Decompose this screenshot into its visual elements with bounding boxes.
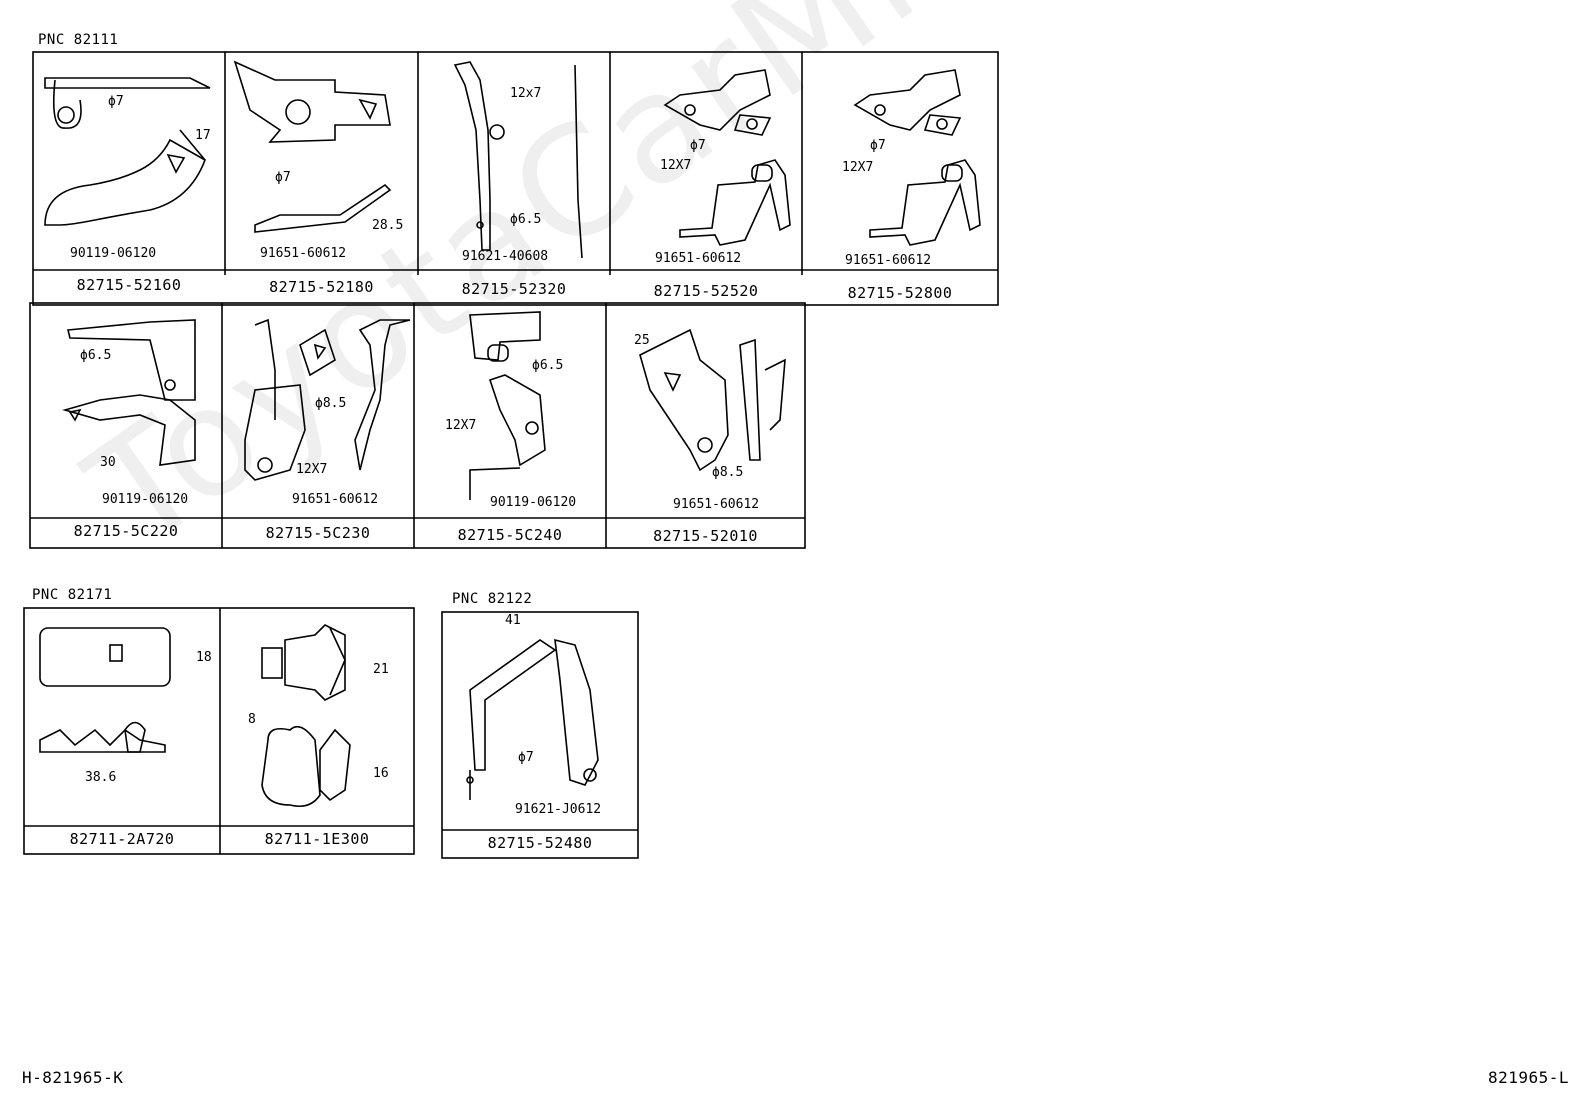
dimension-label: ϕ7: [690, 138, 706, 153]
footer-left-code: H-821965-K: [22, 1068, 124, 1087]
part-number: 82715-52480: [487, 834, 593, 852]
dimension-label: 12X7: [296, 462, 328, 477]
part-number: 82715-5C230: [265, 524, 371, 542]
part-number: 82715-52160: [76, 276, 182, 294]
part-number: 82715-5C220: [73, 522, 179, 540]
bolt-number: 90119-06120: [102, 492, 189, 507]
part-number: 82711-1E300: [264, 830, 370, 848]
dimension-label: 12X7: [660, 158, 692, 173]
part-number: 82715-52180: [269, 278, 374, 296]
dimension-label: 28.5: [372, 218, 404, 233]
dimension-label: 8: [248, 712, 256, 727]
dimension-label: 12X7: [842, 160, 874, 175]
pnc-label-82171: PNC 82171: [32, 587, 113, 603]
part-number: 82715-52800: [847, 284, 953, 302]
bolt-number: 91621-J0612: [515, 802, 602, 817]
dimension-label: ϕ6.5: [80, 348, 112, 363]
dimension-label: ϕ7: [108, 94, 124, 109]
dimension-label: 41: [505, 613, 521, 628]
dimension-label: ϕ7: [870, 138, 886, 153]
pnc-label-82122: PNC 82122: [452, 591, 533, 607]
dimension-label: ϕ8.5: [712, 465, 744, 480]
part-number: 82711-2A720: [69, 830, 175, 848]
dimension-label: ϕ8.5: [315, 396, 347, 411]
part-number: 82715-52010: [653, 527, 758, 545]
dimension-label: 17: [195, 128, 211, 143]
dimension-label: 12X7: [445, 418, 477, 433]
dimension-label: 18: [196, 650, 212, 665]
dimension-label: 38.6: [85, 770, 117, 785]
dimension-label: ϕ7: [518, 750, 534, 765]
bolt-number: 91651-60612: [673, 497, 760, 512]
part-number: 82715-52520: [653, 282, 759, 300]
bolt-number: 91651-60612: [260, 246, 347, 261]
dimension-label: ϕ6.5: [510, 212, 542, 227]
footer-right-code: 821965-L: [1488, 1068, 1570, 1087]
pnc-label-82111: PNC 82111: [38, 32, 119, 48]
bolt-number: 90119-06120: [490, 495, 577, 510]
part-number: 82715-52320: [461, 280, 567, 298]
dimension-label: ϕ6.5: [532, 358, 564, 373]
part-number: 82715-5C240: [457, 526, 563, 544]
bolt-number: 91651-60612: [655, 251, 742, 266]
dimension-label: 12x7: [510, 86, 542, 101]
dimension-label: 30: [100, 455, 116, 470]
bolt-number: 91651-60612: [845, 253, 932, 268]
dimension-label: 21: [373, 662, 389, 677]
dimension-label: 16: [373, 766, 389, 781]
bolt-number: 91621-40608: [462, 249, 549, 264]
dimension-label: 25: [634, 333, 650, 348]
dimension-label: ϕ7: [275, 170, 291, 185]
bolt-number: 90119-06120: [70, 246, 157, 261]
bolt-number: 91651-60612: [292, 492, 379, 507]
